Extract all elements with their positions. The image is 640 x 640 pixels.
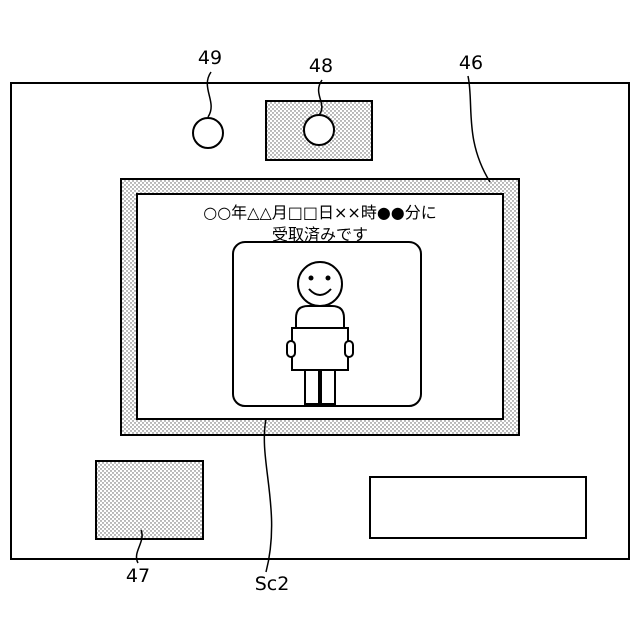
label-sc2: Sc2 — [255, 573, 290, 595]
indicator-lamp-49 — [193, 118, 223, 148]
card-reader-47 — [96, 461, 203, 539]
label-48: 48 — [309, 55, 333, 77]
label-46: 46 — [459, 52, 483, 74]
label-49: 49 — [198, 47, 222, 69]
outlet-slot — [370, 477, 586, 538]
label-47: 47 — [126, 565, 150, 587]
camera-lens-icon — [304, 115, 334, 145]
screen-message-line1: ○○年△△月□□日××時●●分に — [203, 203, 437, 222]
